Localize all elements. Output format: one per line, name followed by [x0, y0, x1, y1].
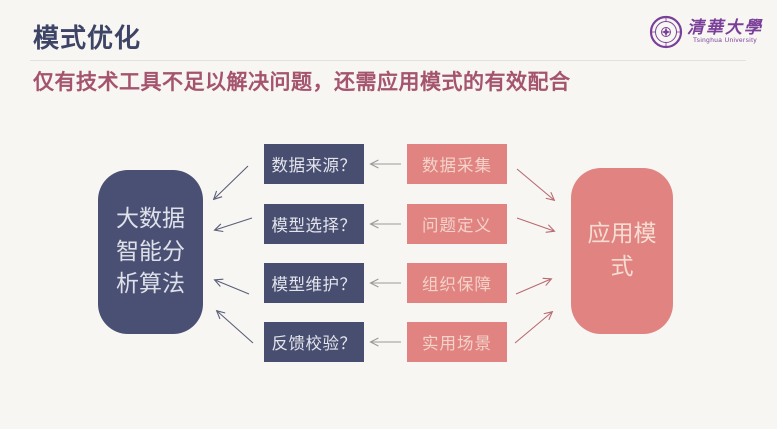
header-divider: [30, 60, 746, 61]
university-logo-text: 清華大學 Tsinghua University: [687, 19, 763, 45]
university-emblem-icon: [649, 15, 683, 49]
row-arrows: [371, 164, 401, 342]
page-title: 模式优化: [33, 23, 142, 53]
university-name-cn: 清華大學: [687, 18, 763, 38]
right-arrows: [514, 168, 554, 344]
right-node-application-mode: 应用模式: [571, 168, 673, 334]
university-logo: 清華大學 Tsinghua University: [649, 15, 763, 49]
factor-box-organizational-support: 组织保障: [407, 263, 507, 303]
right-node-label: 应用模式: [587, 221, 657, 280]
question-box-model-selection: 模型选择？: [264, 204, 364, 244]
left-arrows: [214, 165, 254, 344]
page-subtitle: 仅有技术工具不足以解决问题，还需应用模式的有效配合: [33, 71, 571, 94]
left-node-big-data-algorithms: 大数据智能分析算法: [98, 170, 203, 334]
question-box-model-maintenance: 模型维护？: [264, 263, 364, 303]
factor-box-data-collection: 数据采集: [407, 144, 507, 184]
factor-box-problem-definition: 问题定义: [407, 204, 507, 244]
question-box-feedback-check: 反馈校验？: [264, 322, 364, 362]
factor-box-practical-scenario: 实用场景: [407, 322, 507, 362]
left-node-label: 大数据智能分析算法: [116, 206, 185, 298]
university-name-en: Tsinghua University: [693, 37, 757, 45]
question-box-data-source: 数据来源？: [264, 144, 364, 184]
